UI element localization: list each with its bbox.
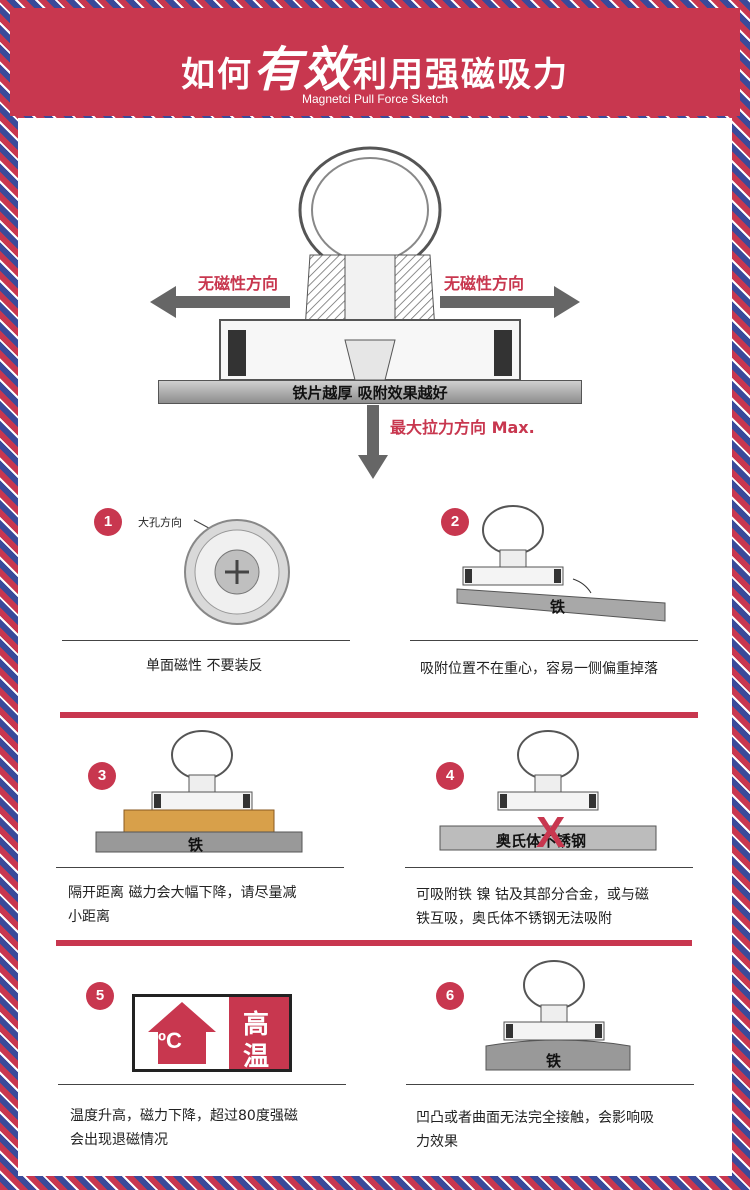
title-part2: 利用强磁吸力 — [353, 55, 569, 95]
tip-5-caption-line1: 温度升高，磁力下降，超过80度强磁 — [70, 1108, 298, 1124]
tip-6-caption-line2: 力效果 — [416, 1134, 458, 1150]
magnet-top-view — [184, 519, 290, 625]
main-magnet-diagram — [219, 146, 521, 381]
right-direction-label: 无磁性方向 — [444, 274, 525, 293]
tip-6-rule — [406, 1084, 694, 1085]
left-direction-label: 无磁性方向 — [198, 274, 279, 293]
tip-1-badge: 1 — [94, 508, 122, 536]
tip-1-caption: 单面磁性 不要装反 — [146, 658, 263, 674]
tip-2-rule — [410, 640, 698, 641]
tip-4-caption-line1: 可吸附铁 镍 钴及其部分合金，或与磁 — [416, 887, 649, 903]
tip-5-caption-line2: 会出现退磁情况 — [70, 1132, 168, 1148]
tip-3-caption-line1: 隔开距离 磁力会大幅下降，请尽量减 — [68, 885, 297, 901]
high-temp-char-1: 高 — [243, 1010, 270, 1040]
high-temp-char-2: 温 — [243, 1042, 270, 1072]
high-temp-panel — [229, 997, 289, 1069]
tip-3-badge: 3 — [88, 762, 116, 790]
max-pull-label: 最大拉力方向 Max. — [390, 418, 535, 437]
tip-4-diagram — [439, 730, 657, 851]
tip-6-image-label: 铁 — [546, 1052, 562, 1070]
section-divider-1 — [60, 712, 698, 718]
tip-2-diagram — [456, 505, 666, 622]
house-heat-icon — [148, 1002, 216, 1064]
right-arrow — [440, 286, 580, 318]
tip-2-badge: 2 — [441, 508, 469, 536]
tip-3-caption-line2: 小距离 — [68, 909, 110, 925]
tip-1-image-label: 大孔方向 — [138, 516, 182, 529]
page-subtitle: Magnetci Pull Force Sketch — [301, 92, 449, 106]
iron-plate-label: 铁片越厚 吸附效果越好 — [292, 384, 448, 402]
tip-2-image-label: 铁 — [550, 598, 566, 616]
iron-plate — [158, 380, 582, 404]
tip-6-diagram — [485, 960, 631, 1071]
tip-3-image-label: 铁 — [188, 836, 204, 854]
celsius-symbol: ºC — [158, 1028, 182, 1053]
title-part1: 如何 — [180, 55, 253, 95]
section-divider-2 — [56, 940, 692, 946]
tip-4-image-label: 奥氏体不锈钢 — [496, 832, 587, 850]
tip-2-caption: 吸附位置不在重心，容易一侧偏重掉落 — [420, 661, 658, 677]
tip-4-caption-line2: 铁互吸，奥氏体不锈钢无法吸附 — [416, 911, 612, 927]
tip-6-badge: 6 — [436, 982, 464, 1010]
page-title: 如何有效利用强磁吸力 — [10, 30, 740, 100]
left-arrow — [150, 286, 290, 318]
title-emphasis: 有效 — [252, 42, 353, 98]
down-arrow — [358, 405, 388, 479]
header-banner: 如何有效利用强磁吸力 Magnetci Pull Force Sketch — [10, 8, 740, 116]
tip-5-badge: 5 — [86, 982, 114, 1010]
tip-1-rule — [62, 640, 350, 641]
tip-3-rule — [56, 867, 344, 868]
tip-4-badge: 4 — [436, 762, 464, 790]
tip-4-rule — [405, 867, 693, 868]
tip-6-caption-line1: 凹凸或者曲面无法完全接触，会影响吸 — [416, 1110, 654, 1126]
cross-mark-icon: X — [536, 808, 566, 857]
tip-5-rule — [58, 1084, 346, 1085]
tip-3-diagram — [95, 730, 303, 853]
